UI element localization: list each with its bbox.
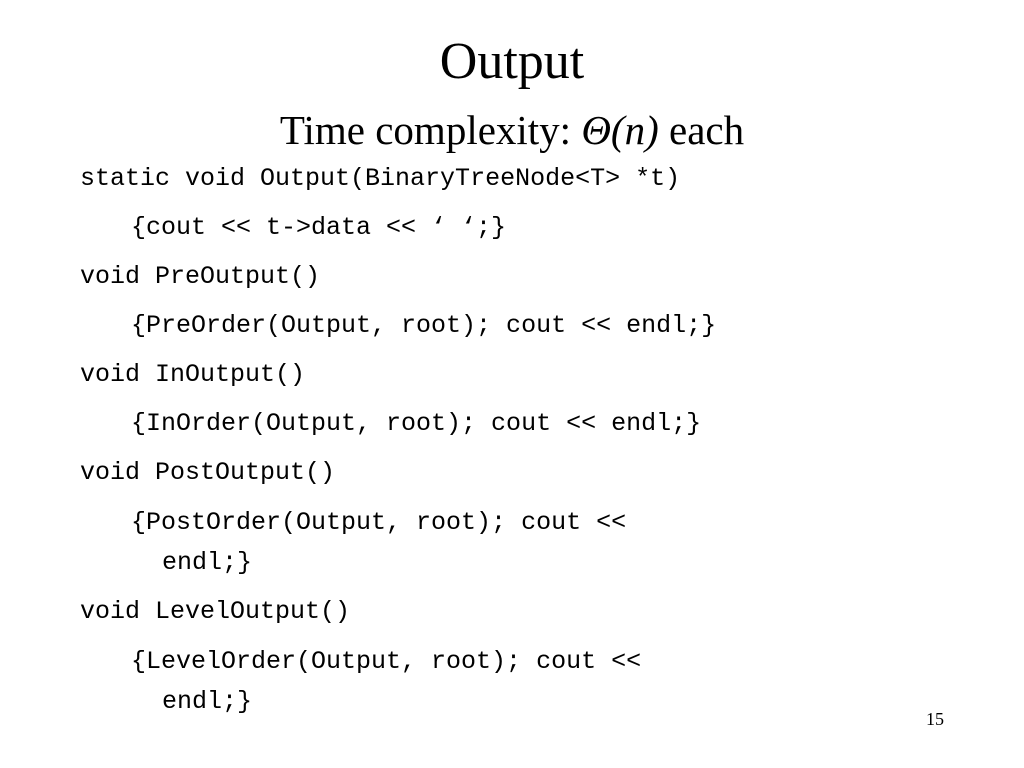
subtitle-suffix: each bbox=[658, 107, 745, 153]
complexity-expression: Θ(n) bbox=[581, 107, 659, 153]
page-number: 15 bbox=[926, 709, 944, 729]
code-line-output-signature: static void Output(BinaryTreeNode<T> *t) bbox=[80, 164, 681, 193]
code-line-postoutput-body-continuation: endl;} bbox=[162, 548, 253, 577]
code-line-postoutput-signature: void PostOutput() bbox=[80, 458, 336, 487]
code-line-preoutput-body: {PreOrder(Output, root); cout << endl;} bbox=[131, 311, 717, 340]
code-line-leveloutput-body-continuation: endl;} bbox=[162, 687, 253, 716]
code-line-leveloutput-signature: void LevelOutput() bbox=[80, 597, 351, 626]
code-line-output-body: {cout << t->data << ‘ ‘;} bbox=[131, 213, 507, 242]
slide-subtitle: Time complexity: Θ(n) each bbox=[0, 104, 1024, 156]
subtitle-prefix: Time complexity: bbox=[279, 107, 582, 153]
code-line-postoutput-body: {PostOrder(Output, root); cout << bbox=[131, 508, 627, 537]
code-line-inoutput-body: {InOrder(Output, root); cout << endl;} bbox=[131, 409, 702, 438]
code-line-leveloutput-body: {LevelOrder(Output, root); cout << bbox=[131, 647, 642, 676]
code-line-preoutput-signature: void PreOutput() bbox=[80, 262, 321, 291]
code-line-inoutput-signature: void InOutput() bbox=[80, 360, 306, 389]
slide-title: Output bbox=[439, 33, 585, 90]
